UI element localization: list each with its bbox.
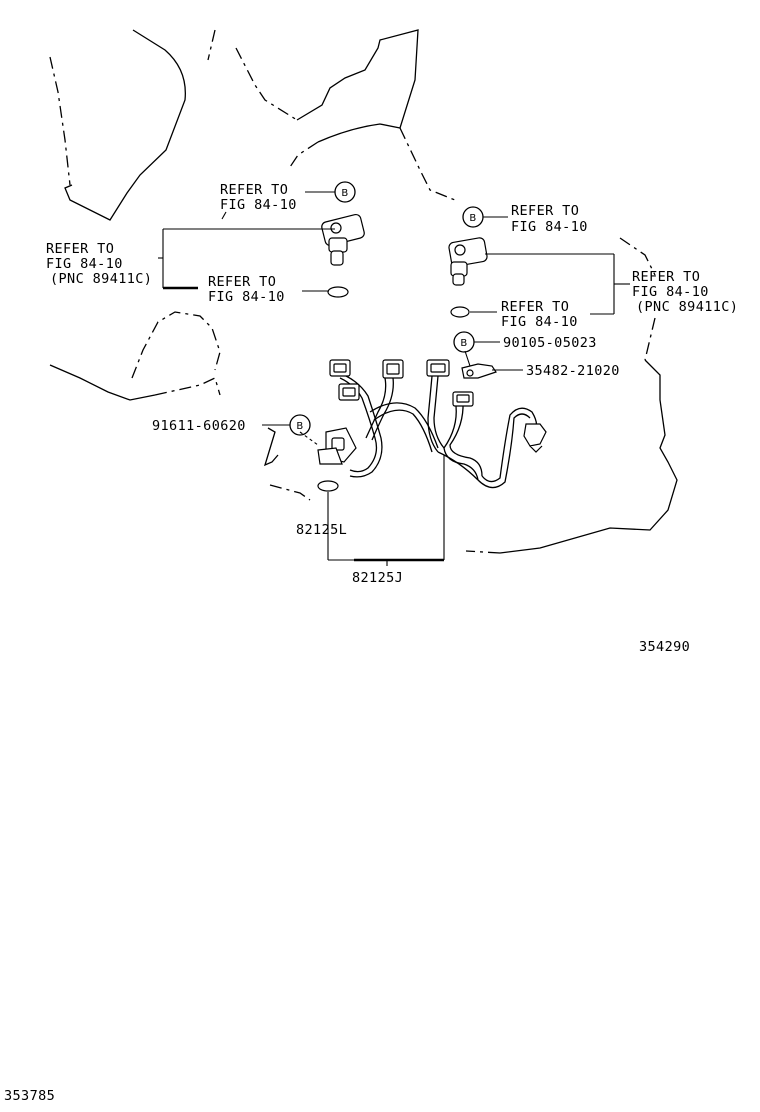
svg-text:B: B — [460, 338, 467, 349]
leader-lines — [158, 191, 630, 566]
svg-text:B: B — [341, 188, 348, 199]
harness-connectors — [329, 359, 547, 453]
upper-right-sensor — [448, 237, 488, 286]
label-part-82125J: 82125J — [352, 570, 403, 586]
wire-harness — [339, 375, 538, 489]
label-ref-mid-right: REFER TO FIG 84-10 — [501, 299, 578, 330]
figure-number: 354290 — [639, 639, 690, 655]
svg-text:FIG 84-10: FIG 84-10 — [632, 284, 709, 300]
label-ref-right: REFER TO FIG 84-10 (PNC 89411C) — [632, 269, 738, 315]
upper-left-o-ring — [327, 286, 349, 298]
svg-text:FIG 84-10: FIG 84-10 — [501, 314, 578, 330]
engine-outline — [49, 29, 678, 554]
page-number: 353785 — [4, 1088, 55, 1104]
svg-text:REFER TO: REFER TO — [501, 299, 569, 315]
svg-text:FIG 84-10: FIG 84-10 — [511, 219, 588, 235]
label-part-90105: 90105-05023 — [503, 335, 597, 351]
82125L-grommet — [317, 480, 339, 492]
svg-text:FIG 84-10: FIG 84-10 — [220, 197, 297, 213]
svg-text:FIG 84-10: FIG 84-10 — [208, 289, 285, 305]
harness-sensor — [317, 427, 357, 465]
label-ref-upper-left: REFER TO FIG 84-10 — [220, 182, 297, 213]
svg-text:REFER TO: REFER TO — [208, 274, 276, 290]
label-part-91611: 91611-60620 — [152, 418, 246, 434]
upper-right-o-ring — [450, 306, 470, 318]
callout-b-upper-left: B — [334, 181, 356, 203]
clip-35482 — [461, 363, 497, 379]
svg-text:REFER TO: REFER TO — [46, 241, 114, 257]
label-ref-mid-left: REFER TO FIG 84-10 — [208, 274, 285, 305]
svg-text:(PNC 89411C): (PNC 89411C) — [50, 271, 152, 287]
svg-text:B: B — [469, 213, 476, 224]
svg-text:B: B — [296, 421, 303, 432]
callout-b-90105: B — [453, 331, 475, 353]
callout-b-91611: B — [289, 414, 311, 436]
label-ref-upper-right: REFER TO FIG 84-10 — [511, 203, 588, 235]
svg-text:FIG 84-10: FIG 84-10 — [46, 256, 123, 272]
svg-text:REFER TO: REFER TO — [220, 182, 288, 198]
upper-left-sensor — [321, 213, 365, 266]
callout-b-upper-right: B — [462, 206, 484, 228]
label-part-82125L: 82125L — [296, 522, 347, 538]
label-part-35482: 35482-21020 — [526, 363, 620, 379]
label-ref-left: REFER TO FIG 84-10 (PNC 89411C) — [46, 241, 152, 287]
svg-text:REFER TO: REFER TO — [632, 269, 700, 285]
svg-text:(PNC 89411C): (PNC 89411C) — [636, 299, 738, 315]
svg-text:REFER TO: REFER TO — [511, 203, 579, 219]
